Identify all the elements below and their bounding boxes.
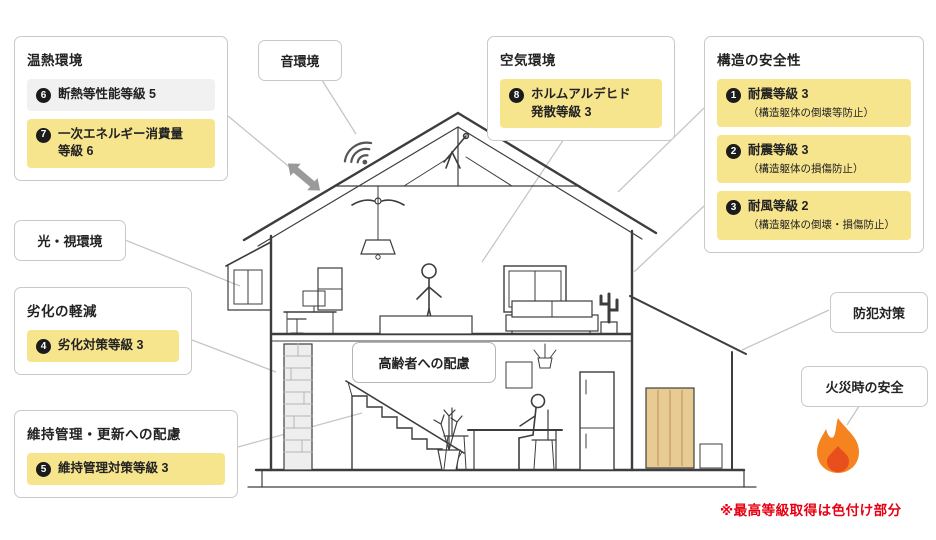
flame-icon bbox=[817, 418, 859, 473]
grade-item-primary-energy: 7 一次エネルギー消費量 等級 6 bbox=[27, 118, 215, 168]
telescope bbox=[443, 132, 470, 169]
grade-number-badge: 3 bbox=[726, 200, 741, 216]
structural-safety-title: 構造の安全性 bbox=[717, 53, 801, 68]
brick-pillar bbox=[283, 343, 313, 471]
connector-lines bbox=[124, 76, 862, 448]
grade-item-label: 一次エネルギー消費量 等級 6 bbox=[58, 126, 184, 159]
grade-number-badge: 1 bbox=[726, 88, 741, 103]
thermal-environment-title: 温熱環境 bbox=[27, 53, 83, 68]
grade-item-label: 劣化対策等級 3 bbox=[58, 338, 144, 352]
second-floor-interior bbox=[283, 185, 619, 335]
grade-item-label: 断熱等性能等級 5 bbox=[58, 87, 156, 101]
grade-number-badge: 7 bbox=[36, 127, 51, 143]
person-seated bbox=[518, 393, 557, 470]
maintenance-box: 維持管理・更新への配慮 5 維持管理対策等級 3 bbox=[14, 410, 238, 498]
air-environment-box: 空気環境 8 ホルムアルデヒド 発散等級 3 bbox=[487, 36, 675, 141]
grade-item-formaldehyde: 8 ホルムアルデヒド 発散等級 3 bbox=[500, 79, 662, 128]
air-environment-title: 空気環境 bbox=[500, 53, 556, 68]
grade-item-seismic-damage: 2 耐震等級 3 （構造躯体の損傷防止） bbox=[717, 135, 911, 184]
grade-item-label: 耐震等級 3 bbox=[748, 87, 809, 101]
grade-number-badge: 6 bbox=[36, 88, 51, 103]
grade-item-label: 維持管理対策等級 3 bbox=[58, 461, 169, 475]
grade-item-label: 耐風等級 2 bbox=[748, 199, 809, 214]
grade-item-label: ホルムアルデヒド 発散等級 3 bbox=[531, 87, 631, 119]
sound-waves-icon bbox=[343, 141, 373, 165]
grade-item-subnote: （構造躯体の損傷防止） bbox=[748, 162, 864, 175]
sound-environment-box: 音環境 bbox=[258, 40, 342, 81]
elderly-consideration-box: 高齢者への配慮 bbox=[352, 342, 496, 383]
grade-item-seismic-collapse: 1 耐震等級 3 （構造躯体の倒壊等防止） bbox=[717, 79, 911, 128]
maintenance-title: 維持管理・更新への配慮 bbox=[27, 427, 181, 442]
grade-item-deterioration: 4 劣化対策等級 3 bbox=[27, 330, 179, 362]
grade-item-label: 耐震等級 3 bbox=[748, 143, 809, 158]
light-visual-environment-box: 光・視環境 bbox=[14, 220, 126, 261]
highest-grade-footnote: ※最高等級取得は色付け部分 bbox=[720, 503, 902, 518]
deterioration-reduction-title: 劣化の軽減 bbox=[27, 304, 97, 319]
grade-number-badge: 5 bbox=[36, 462, 51, 477]
cactus-plant bbox=[599, 292, 619, 335]
grade-number-badge: 2 bbox=[726, 144, 741, 160]
double-arrow-icon bbox=[287, 163, 321, 191]
grade-item-subnote: （構造躯体の倒壊等防止） bbox=[748, 106, 874, 119]
first-floor-interior bbox=[283, 343, 615, 471]
grade-number-badge: 8 bbox=[509, 88, 524, 103]
grade-number-badge: 4 bbox=[36, 339, 51, 354]
grade-item-subnote: （構造躯体の倒壊・損傷防止） bbox=[748, 218, 895, 231]
grade-item-maintenance: 5 維持管理対策等級 3 bbox=[27, 453, 225, 485]
structural-safety-box: 構造の安全性 1 耐震等級 3 （構造躯体の倒壊等防止） 2 耐震等級 3 （構… bbox=[704, 36, 924, 253]
potted-plant bbox=[433, 409, 463, 471]
deterioration-reduction-box: 劣化の軽減 4 劣化対策等級 3 bbox=[14, 287, 192, 375]
wardrobe bbox=[645, 387, 723, 469]
grade-item-wind-resistance: 3 耐風等級 2 （構造躯体の倒壊・損傷防止） bbox=[717, 191, 911, 240]
thermal-environment-box: 温熱環境 6 断熱等性能等級 5 7 一次エネルギー消費量 等級 6 bbox=[14, 36, 228, 181]
fire-safety-box: 火災時の安全 bbox=[801, 366, 928, 407]
grade-item-insulation: 6 断熱等性能等級 5 bbox=[27, 79, 215, 111]
crime-prevention-box: 防犯対策 bbox=[830, 292, 928, 333]
